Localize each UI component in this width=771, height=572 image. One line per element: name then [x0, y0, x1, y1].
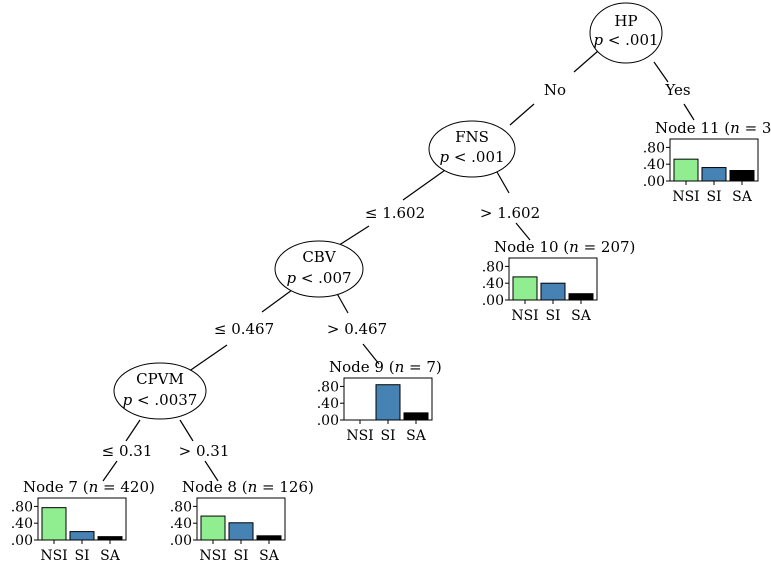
edge-label-cbv-gt: > 0.467 — [327, 320, 387, 338]
node-ellipse — [274, 240, 364, 298]
node-ellipse — [428, 120, 516, 178]
edge-cbv-le-2 — [184, 344, 228, 375]
y-tick-label: .80 — [170, 499, 192, 515]
edge-cpvm-le — [125, 419, 141, 442]
y-tick-label: .40 — [317, 396, 339, 412]
bar-sa — [256, 535, 282, 541]
y-tick-label: .80 — [317, 379, 339, 395]
bar-si — [228, 522, 254, 541]
bar-nsi — [512, 276, 538, 301]
edge-label-hp-no: No — [544, 81, 566, 99]
category-label: SI — [380, 428, 395, 444]
y-tick-label: .00 — [170, 533, 192, 549]
node-p-value: p < .001 — [439, 148, 504, 166]
category-label: SA — [259, 548, 280, 564]
edge-label-fns-gt: > 1.602 — [480, 204, 540, 222]
edge-hp-no — [573, 50, 599, 73]
y-tick-label: .80 — [643, 140, 665, 156]
edge-label-hp-yes: Yes — [664, 81, 690, 99]
bar-si — [69, 531, 95, 541]
node-variable: HP — [614, 12, 637, 30]
bar-sa — [568, 293, 594, 301]
edge-fns-le — [402, 167, 449, 201]
bar-sa — [97, 536, 123, 541]
edge-cpvm-gt-2 — [204, 460, 219, 482]
edge-cbv-le — [261, 289, 293, 313]
panel-title: Node 11 (n = 366) — [655, 119, 771, 137]
category-label: SA — [100, 548, 121, 564]
bar-nsi — [200, 515, 226, 541]
category-label: SI — [545, 308, 560, 324]
decision-node-cbv: CBV p < .007 — [274, 240, 364, 298]
panel-title: Node 10 (n = 207) — [494, 238, 635, 256]
panel-title: Node 8 (n = 126) — [182, 478, 314, 496]
category-label: SI — [74, 548, 89, 564]
edge-cpvm-le-2 — [102, 460, 118, 482]
edge-hp-yes — [653, 61, 669, 83]
node-p-value: p < .007 — [286, 269, 351, 287]
y-tick-label: .80 — [11, 499, 33, 515]
category-label: NSI — [199, 548, 226, 564]
decision-node-hp: HP p < .001 — [589, 2, 663, 64]
edge-hp-yes-2 — [683, 103, 695, 121]
bar-nsi — [41, 507, 67, 541]
y-tick-label: .40 — [11, 516, 33, 532]
edge-label-fns-le: ≤ 1.602 — [365, 204, 425, 222]
edge-labels: No Yes ≤ 1.602 > 1.602 ≤ 0.467 > 0.467 ≤… — [102, 81, 691, 460]
y-tick-label: .00 — [317, 413, 339, 429]
bar-sa — [729, 170, 755, 182]
edge-fns-gt — [496, 171, 510, 194]
category-label: SI — [233, 548, 248, 564]
node-variable: CPVM — [136, 370, 184, 388]
edge-fns-gt-2 — [515, 222, 531, 241]
node-ellipse — [589, 2, 663, 64]
node-p-value: p < .001 — [593, 31, 658, 49]
panel-title: Node 9 (n = 7) — [329, 358, 442, 376]
node-p-value: p < .0037 — [123, 391, 198, 409]
edge-label-cpvm-gt: > 0.31 — [179, 442, 230, 460]
decision-node-fns: FNS p < .001 — [428, 120, 516, 178]
category-label: SA — [406, 428, 427, 444]
category-label: NSI — [346, 428, 373, 444]
category-label: SI — [706, 189, 721, 205]
edge-label-cpvm-le: ≤ 0.31 — [102, 442, 153, 460]
y-tick-label: .00 — [482, 293, 504, 309]
y-tick-label: .00 — [643, 174, 665, 190]
node-variable: FNS — [455, 128, 489, 146]
decision-node-cpvm: CPVM p < .0037 — [113, 362, 207, 420]
bar-si — [701, 167, 727, 182]
node-variable: CBV — [302, 248, 337, 266]
edge-cpvm-gt — [179, 419, 194, 442]
edge-hp-no-2 — [509, 103, 535, 126]
y-tick-label: .40 — [643, 157, 665, 173]
y-tick-label: .40 — [170, 516, 192, 532]
category-label: SA — [732, 189, 753, 205]
edge-label-cbv-le: ≤ 0.467 — [214, 320, 274, 338]
panel-title: Node 7 (n = 420) — [23, 478, 155, 496]
category-label: NSI — [40, 548, 67, 564]
edge-cbv-gt-2 — [362, 343, 380, 365]
y-tick-label: .00 — [11, 533, 33, 549]
bar-si — [540, 282, 566, 301]
bar-sa — [403, 412, 429, 421]
y-tick-label: .80 — [482, 259, 504, 275]
category-label: NSI — [672, 189, 699, 205]
bar-nsi — [673, 158, 699, 182]
y-tick-label: .40 — [482, 276, 504, 292]
category-label: NSI — [511, 308, 538, 324]
bar-si — [375, 384, 401, 421]
category-label: SA — [571, 308, 592, 324]
node-ellipse — [113, 362, 207, 420]
